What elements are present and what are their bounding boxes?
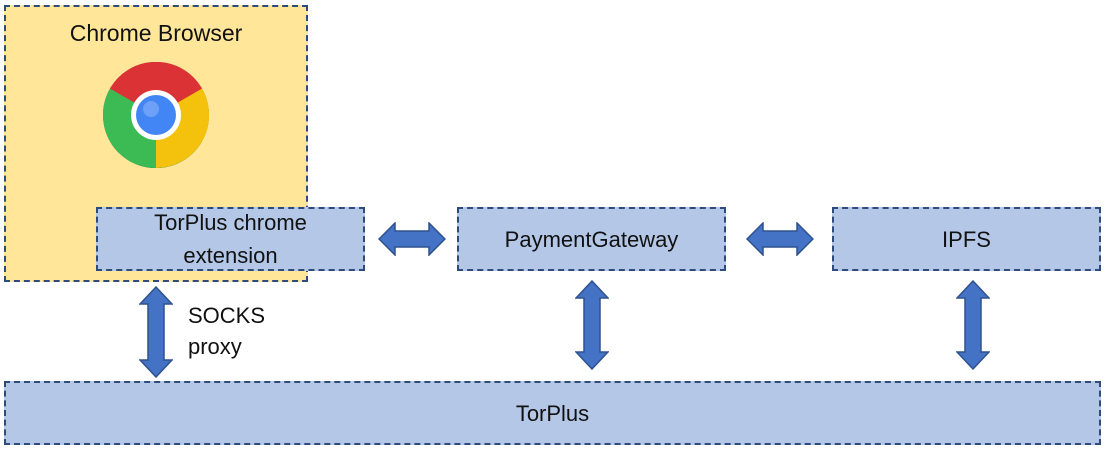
ipfs-torplus-arrow [956, 280, 990, 370]
torplus-label: TorPlus [515, 400, 590, 426]
extension-torplus-arrow [139, 286, 173, 378]
gateway-ipfs-arrow [746, 222, 814, 256]
chrome-logo-icon [103, 62, 209, 168]
torplus-extension-box: TorPlus chrome extension [96, 207, 365, 271]
extension-gateway-arrow [378, 222, 446, 256]
gateway-torplus-arrow [575, 280, 609, 370]
socks-label-line2: proxy [188, 334, 242, 359]
torplus-box: TorPlus [4, 381, 1101, 445]
payment-gateway-box: PaymentGateway [457, 207, 726, 271]
chrome-browser-label: Chrome Browser [69, 20, 243, 46]
ipfs-label: IPFS [942, 226, 991, 252]
ipfs-box: IPFS [832, 207, 1101, 271]
extension-label-line2: extension [183, 243, 278, 268]
payment-gateway-label: PaymentGateway [504, 226, 679, 252]
socks-proxy-label: SOCKS proxy [188, 300, 288, 362]
extension-label-line1: TorPlus chrome [154, 210, 307, 235]
socks-label-line1: SOCKS [188, 303, 266, 328]
